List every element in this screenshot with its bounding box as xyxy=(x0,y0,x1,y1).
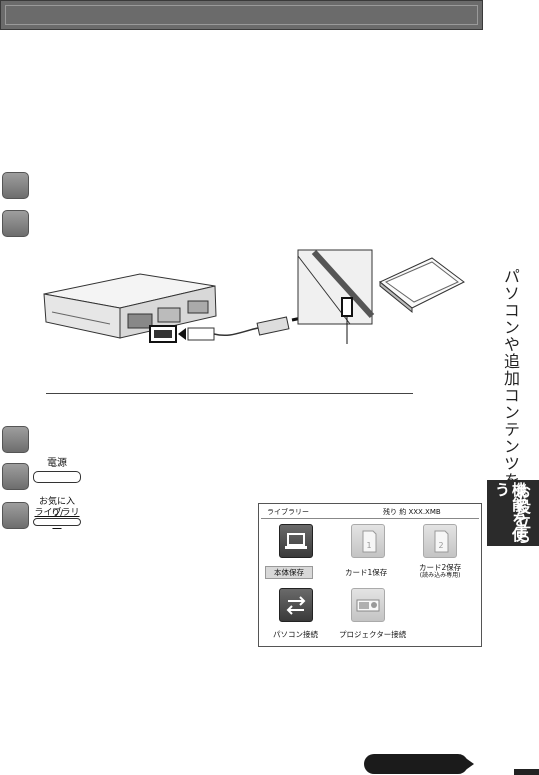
next-page-pill xyxy=(364,754,468,774)
step-marker-3 xyxy=(2,426,29,453)
chapter-tab: お役立ち 機能を使う xyxy=(487,480,539,546)
laptop-icon[interactable] xyxy=(279,524,313,558)
sd-card-2-icon[interactable]: 2 xyxy=(423,524,457,558)
projector-device-illustration xyxy=(43,273,217,343)
tile-label-card2-sub: (読み込み専用) xyxy=(419,572,461,579)
step-marker-2 xyxy=(2,210,29,237)
step-marker-5 xyxy=(2,502,29,529)
chapter-tab-label-1: お役立ち xyxy=(514,484,532,544)
tile-label-pc-connect[interactable]: パソコン接続 xyxy=(273,630,318,639)
page-number-mark xyxy=(514,769,539,775)
svg-text:2: 2 xyxy=(438,541,443,550)
next-page-arrow-icon xyxy=(460,754,474,774)
tile-label-main-storage[interactable]: 本体保存 xyxy=(265,566,313,579)
library-screen-title: ライブラリー xyxy=(267,508,309,516)
chapter-title-vertical: パソコンや追加コンテンツを使う xyxy=(501,268,520,523)
tile-label-projector-connect[interactable]: プロジェクター接続 xyxy=(339,630,407,639)
projector-icon[interactable] xyxy=(351,588,385,622)
connection-illustration xyxy=(43,249,465,344)
library-screen: ライブラリー 残り 約 XXX.XMB 本体保存 1 カード1保存 2 カード2… xyxy=(258,503,482,647)
tablet-closeup-illustration xyxy=(297,249,465,344)
tile-label-card1[interactable]: カード1保存 xyxy=(345,568,388,577)
tile-label-card2[interactable]: カード2保存 (読み込み専用) xyxy=(419,563,461,579)
library-key xyxy=(33,518,81,526)
library-screen-header: ライブラリー 残り 約 XXX.XMB xyxy=(261,506,479,519)
tile-label-card2-main: カード2保存 xyxy=(419,563,462,572)
section-header-bar xyxy=(0,0,483,30)
divider-line xyxy=(46,393,413,394)
svg-text:1: 1 xyxy=(366,541,371,550)
sd-card-1-icon[interactable]: 1 xyxy=(351,524,385,558)
step-marker-1 xyxy=(2,172,29,199)
remaining-capacity: 残り 約 XXX.XMB xyxy=(383,508,441,516)
library-key-label-1: お気に入り/ xyxy=(38,497,75,519)
chapter-tab-label-2: 機能を使う xyxy=(493,482,528,542)
step-marker-4 xyxy=(2,463,29,490)
transfer-arrows-icon[interactable] xyxy=(279,588,313,622)
power-key xyxy=(33,471,81,483)
power-key-label: 電源 xyxy=(47,458,67,469)
